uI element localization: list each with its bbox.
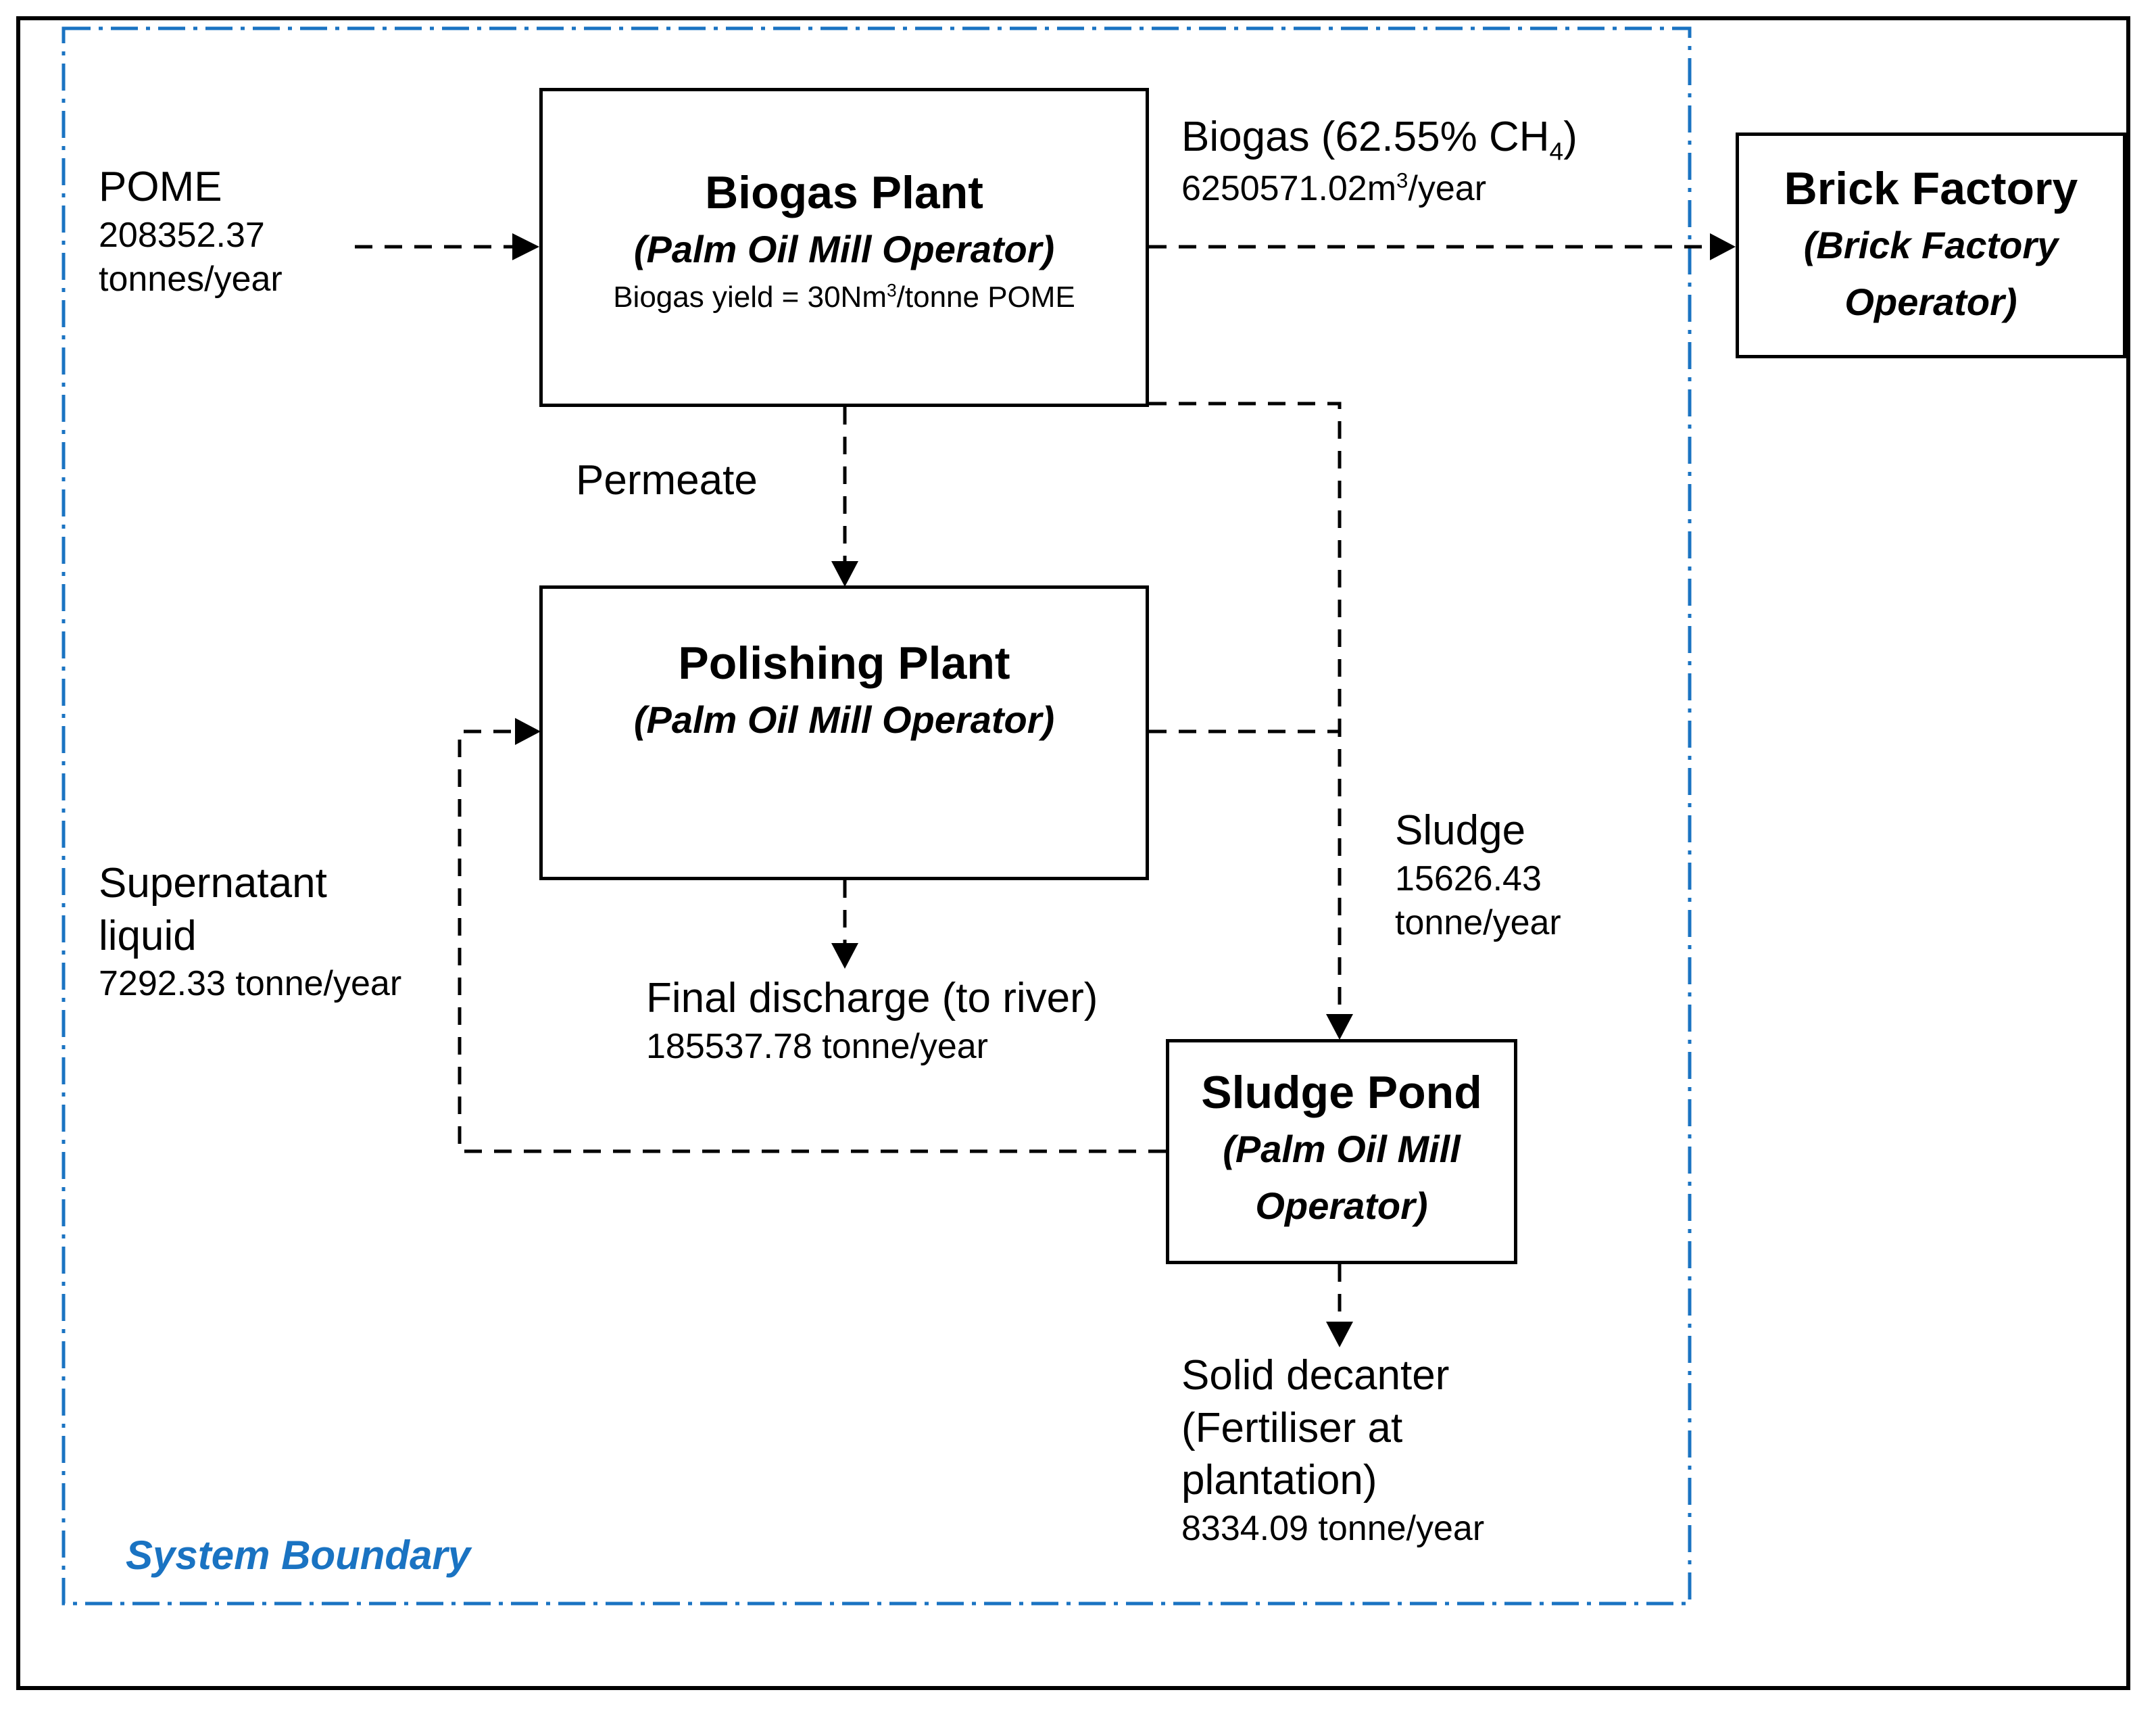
polishing-plant-box: Polishing Plant (Palm Oil Mill Operator): [539, 585, 1149, 880]
sludge-unit: tonne/year: [1395, 902, 1561, 942]
biogas-flow-name-prefix: Biogas (62.55% CH: [1181, 114, 1550, 160]
biogas-plant-operator: (Palm Oil Mill Operator): [633, 227, 1055, 270]
biogas-flow-label: Biogas (62.55% CH4) 6250571.02m3/year: [1181, 111, 1577, 211]
sludge-amount: 15626.43: [1395, 859, 1542, 898]
biogas-flow-name-sub: 4: [1549, 137, 1564, 166]
biogas-sludge-line: [1149, 402, 1342, 744]
biogas-plant-title: Biogas Plant: [705, 167, 983, 218]
supernatant-amount: 7292.33 tonne/year: [99, 964, 402, 1003]
arrowhead-polishing-left: [515, 718, 541, 745]
polishing-sludge-line: [1149, 729, 1342, 1007]
biogas-flow-amount-sup: 3: [1396, 168, 1408, 193]
biogas-flow-name-suffix: ): [1563, 114, 1577, 160]
arrowhead-polishing-top: [831, 561, 858, 587]
biogas-flow-amount: 6250571.02m3/year: [1181, 167, 1577, 211]
pome-unit: tonnes/year: [99, 259, 283, 299]
permeate-label: Permeate: [576, 457, 758, 504]
brick-factory-operator-line2: Operator): [1844, 280, 2017, 323]
supernatant-name-line2: liquid: [99, 912, 197, 959]
arrowhead-biogas-plant: [512, 233, 539, 260]
brick-factory-operator-line1: (Brick Factory: [1803, 223, 2059, 266]
arrowhead-sludge-pond: [1326, 1014, 1353, 1040]
polishing-plant-operator: (Palm Oil Mill Operator): [633, 698, 1055, 741]
sludge-pond-box: Sludge Pond (Palm Oil Mill Operator): [1166, 1039, 1517, 1264]
sludge-pond-operator-line2: Operator): [1255, 1184, 1428, 1227]
polishing-plant-title: Polishing Plant: [678, 637, 1010, 689]
supernatant-name-line1: Supernatant: [99, 860, 327, 907]
solid-decanter-line3: plantation): [1181, 1457, 1377, 1503]
biogas-yield-prefix: Biogas yield = 30Nm: [613, 280, 887, 314]
biogas-yield-sup: 3: [886, 279, 897, 300]
biogas-flow-name: Biogas (62.55% CH4): [1181, 111, 1577, 167]
sludge-label: Sludge 15626.43 tonne/year: [1395, 804, 1561, 945]
biogas-flow-amount-suffix: /year: [1408, 168, 1487, 208]
system-boundary-label: System Boundary: [126, 1533, 471, 1578]
biogas-plant-box: Biogas Plant (Palm Oil Mill Operator) Bi…: [539, 88, 1149, 407]
solid-decanter-amount: 8334.09 tonne/year: [1181, 1508, 1485, 1548]
arrowhead-decanter: [1326, 1322, 1353, 1347]
sludge-pond-title: Sludge Pond: [1201, 1067, 1482, 1118]
sludge-name: Sludge: [1395, 807, 1526, 854]
arrowheads: [512, 233, 1736, 1347]
pome-name: POME: [99, 164, 222, 210]
biogas-yield: Biogas yield = 30Nm3/tonne POME: [543, 278, 1146, 316]
solid-decanter-line1: Solid decanter: [1181, 1352, 1450, 1399]
sludge-pond-operator-line1: (Palm Oil Mill: [1223, 1127, 1461, 1170]
brick-factory-box: Brick Factory (Brick Factory Operator): [1736, 133, 2126, 358]
solid-decanter-line2: (Fertiliser at: [1181, 1404, 1403, 1451]
final-discharge-name: Final discharge (to river): [646, 975, 1098, 1021]
supernatant-label: Supernatant liquid 7292.33 tonne/year: [99, 857, 401, 1006]
biogas-yield-suffix: /tonne POME: [896, 280, 1075, 314]
biogas-flow-amount-prefix: 6250571.02m: [1181, 168, 1397, 208]
pome-amount: 208352.37: [99, 215, 265, 255]
arrowhead-brick-factory: [1710, 233, 1736, 260]
outer-frame: [16, 16, 2130, 1690]
final-discharge-label: Final discharge (to river) 185537.78 ton…: [646, 972, 1098, 1069]
solid-decanter-label: Solid decanter (Fertiliser at plantation…: [1181, 1349, 1484, 1551]
system-boundary: [62, 26, 1692, 1606]
brick-factory-title: Brick Factory: [1784, 163, 2078, 214]
pome-label: POME 208352.37 tonnes/year: [99, 161, 283, 302]
final-discharge-amount: 185537.78 tonne/year: [646, 1026, 988, 1066]
arrowhead-discharge: [831, 943, 858, 969]
